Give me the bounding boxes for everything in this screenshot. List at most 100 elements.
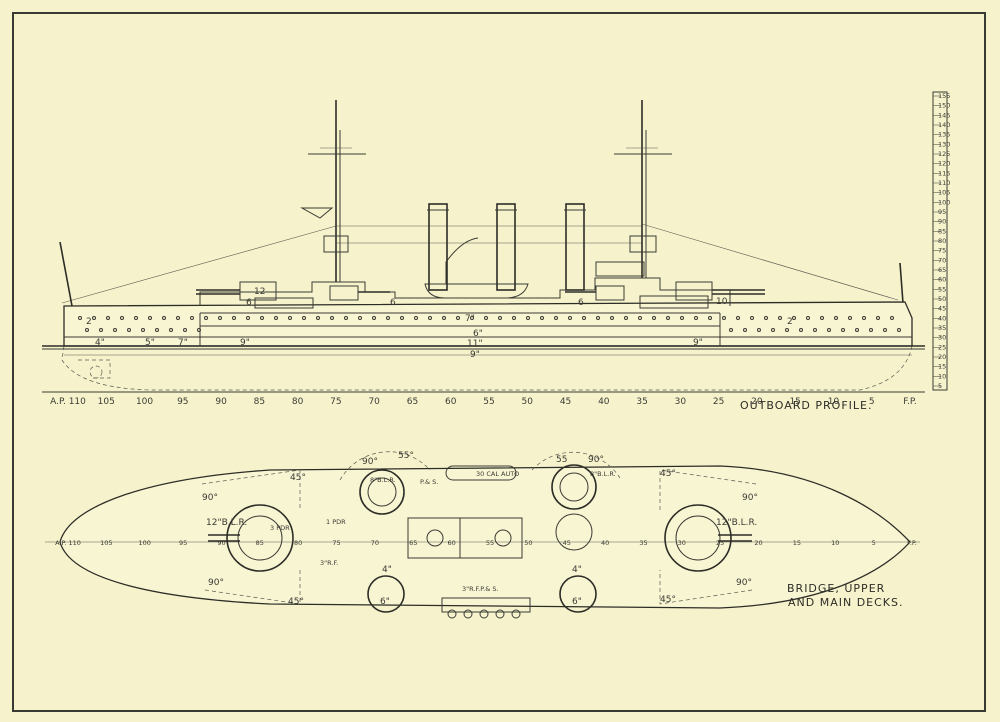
- frame-label: 25: [713, 397, 724, 407]
- frame-label: 55: [483, 397, 494, 407]
- frame-label: 45: [563, 539, 571, 547]
- armor-label: 4": [95, 338, 105, 348]
- scale-label: 5: [938, 382, 942, 390]
- jack-staff: [899, 262, 904, 304]
- angle-label: 45°: [288, 597, 304, 607]
- frame-label: 105: [98, 397, 115, 407]
- armor-label: 9": [240, 338, 250, 348]
- angle-label: 55°: [398, 451, 414, 461]
- frame-label: 70: [371, 539, 379, 547]
- middle-funnel: [496, 203, 516, 291]
- plan-title-line2: AND MAIN DECKS.: [788, 596, 904, 609]
- gun-label: 12"B.L.R.: [716, 518, 757, 528]
- frame-label: A.P. 110: [50, 397, 86, 407]
- scale-label: 120: [938, 160, 950, 168]
- gun-label: 6: [578, 298, 584, 308]
- fwd-8in-plan: [551, 464, 597, 510]
- outboard-profile: 1551501451401351301251201151101051009590…: [42, 91, 950, 412]
- frame-label: 95: [177, 397, 188, 407]
- scale-label: 25: [938, 343, 946, 351]
- frame-label: 105: [100, 539, 112, 547]
- frame-label: 15: [789, 397, 800, 407]
- boat: [424, 283, 529, 299]
- scale-label: 80: [938, 237, 946, 245]
- scale-label: 125: [938, 150, 950, 158]
- scale-label: 100: [938, 198, 950, 206]
- propeller-icon: [89, 365, 103, 379]
- fwd-funnel: [565, 203, 585, 291]
- armor-label: 7": [465, 314, 475, 324]
- scale-label: 55: [938, 285, 946, 293]
- angle-label: 90°: [742, 493, 758, 503]
- frame-label: 95: [179, 539, 187, 547]
- fwd-8in-turret: [595, 285, 625, 301]
- frame-label: 30: [678, 539, 686, 547]
- frame-label: 65: [409, 539, 417, 547]
- scale-label: 40: [938, 314, 946, 322]
- armor-label: 9": [470, 350, 480, 360]
- fwd-main-turret: [675, 281, 765, 301]
- scale-label: 95: [938, 208, 946, 216]
- gun-label: 8"B.L.R.: [590, 470, 616, 478]
- aft-stay: [61, 225, 337, 304]
- frame-label: 75: [330, 397, 341, 407]
- scale-label: 150: [938, 102, 950, 110]
- gun-label: 6": [380, 597, 390, 607]
- aft-mast: [300, 100, 366, 282]
- armor-label: 9": [693, 338, 703, 348]
- scale-label: 10: [938, 372, 946, 380]
- hull-profile: [63, 301, 913, 347]
- fwd-main-barbette: [664, 504, 752, 572]
- scale-label: 145: [938, 111, 950, 119]
- angle-label: 90°: [362, 457, 378, 467]
- frame-label: 15: [793, 539, 801, 547]
- angle-label: 90°: [588, 455, 604, 465]
- frame-label: 100: [139, 539, 151, 547]
- frame-label: 35: [639, 539, 647, 547]
- gun-label: 6: [390, 298, 396, 308]
- scale-label: 140: [938, 121, 950, 129]
- scale-label: 115: [938, 169, 950, 177]
- profile-title: OUTBOARD PROFILE.: [740, 399, 872, 412]
- gun-label: P.& S.: [420, 478, 438, 486]
- gun-label: 3"R.F.P.& S.: [462, 585, 499, 593]
- frame-label: A.P. 110: [55, 539, 81, 547]
- fire-arc: [339, 451, 431, 481]
- frame-label: 30: [675, 397, 687, 407]
- sponson-6in: [367, 575, 405, 613]
- frame-label: F.P.: [903, 397, 916, 407]
- angle-label: 55: [556, 455, 567, 465]
- aft-8in-turret: [329, 285, 359, 301]
- gun-label: 3 PDR: [270, 524, 290, 532]
- frame-label: 20: [751, 397, 763, 407]
- scale-label: 90: [938, 218, 946, 226]
- ensign-staff: [59, 241, 73, 307]
- height-scale: 1551501451401351301251201151101051009590…: [932, 91, 950, 391]
- scale-label: 35: [938, 324, 946, 332]
- gun-label: 2: [86, 317, 92, 327]
- frame-label: 10: [828, 397, 840, 407]
- fwd-stay: [641, 223, 899, 301]
- scale-label: 50: [938, 295, 946, 303]
- frame-label: 40: [598, 397, 610, 407]
- armor-label: 5": [145, 338, 155, 348]
- scale-label: 15: [938, 363, 946, 371]
- superstructure: [199, 277, 731, 306]
- aft-main-turret: [196, 281, 277, 301]
- gun-label: 30 CAL AUTO: [476, 470, 519, 478]
- frame-label: 45: [560, 397, 571, 407]
- frame-label: 55: [486, 539, 494, 547]
- scale-label: 65: [938, 266, 946, 274]
- drawing-frame: [12, 12, 986, 712]
- plan-title-line1: BRIDGE, UPPER: [787, 582, 885, 595]
- scale-label: 60: [938, 276, 946, 284]
- aft-main-barbette: [208, 504, 294, 572]
- bottom-gun-cluster: [441, 597, 531, 619]
- frame-label: 25: [716, 539, 724, 547]
- scale-label: 70: [938, 256, 946, 264]
- frame-label: 20: [754, 539, 762, 547]
- deckhouse: [407, 517, 523, 559]
- angle-label: 45°: [290, 473, 306, 483]
